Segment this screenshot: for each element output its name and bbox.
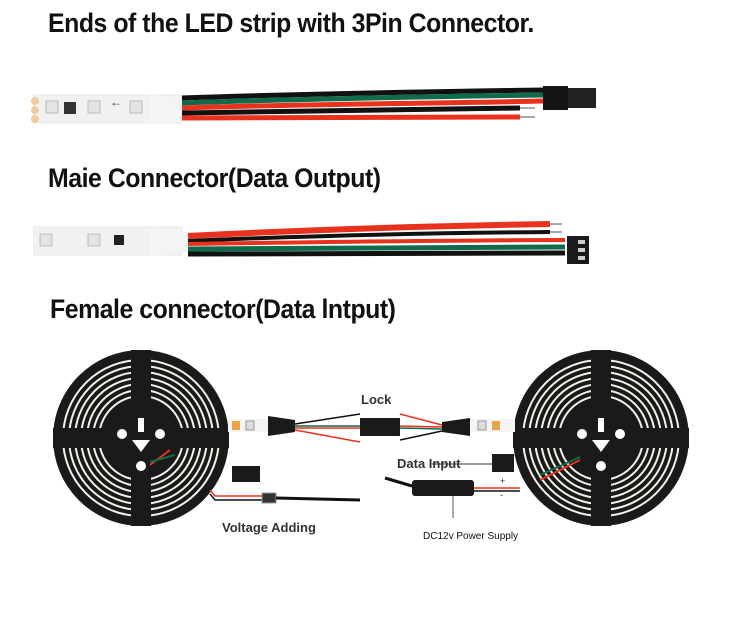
- lock-connector: [360, 418, 400, 436]
- label-data-input: Data Input: [397, 456, 461, 471]
- label-minus: -: [500, 490, 503, 500]
- connector-3pin-1: [543, 86, 596, 110]
- reel-right: [513, 350, 689, 526]
- right-connectors: [384, 454, 520, 518]
- strip-segment-right: [442, 418, 515, 436]
- label-plus: +: [500, 476, 506, 486]
- reel-left: [53, 350, 229, 526]
- connector-male: [567, 236, 589, 264]
- label-lock: Lock: [361, 392, 392, 407]
- led-strip-2: [33, 226, 190, 256]
- heading-female-connector: Female connector(Data lntput): [50, 294, 396, 324]
- wires-1: [181, 87, 546, 121]
- wires-2: [187, 221, 566, 257]
- heading-male-connector: Maie Connector(Data Output): [48, 163, 381, 193]
- heading-ends-3pin: Ends of the LED strip with 3Pin Connecto…: [48, 8, 534, 38]
- strip-segment-left: [228, 416, 295, 436]
- lock-connector-wires: [294, 413, 443, 443]
- arrow-left-icon: ←: [110, 95, 122, 109]
- led-strip-1: ←: [31, 94, 185, 124]
- left-connectors: [209, 466, 361, 504]
- label-power-supply: DC12v Power Supply: [423, 531, 519, 542]
- label-voltage-adding: Voltage Adding: [222, 520, 316, 535]
